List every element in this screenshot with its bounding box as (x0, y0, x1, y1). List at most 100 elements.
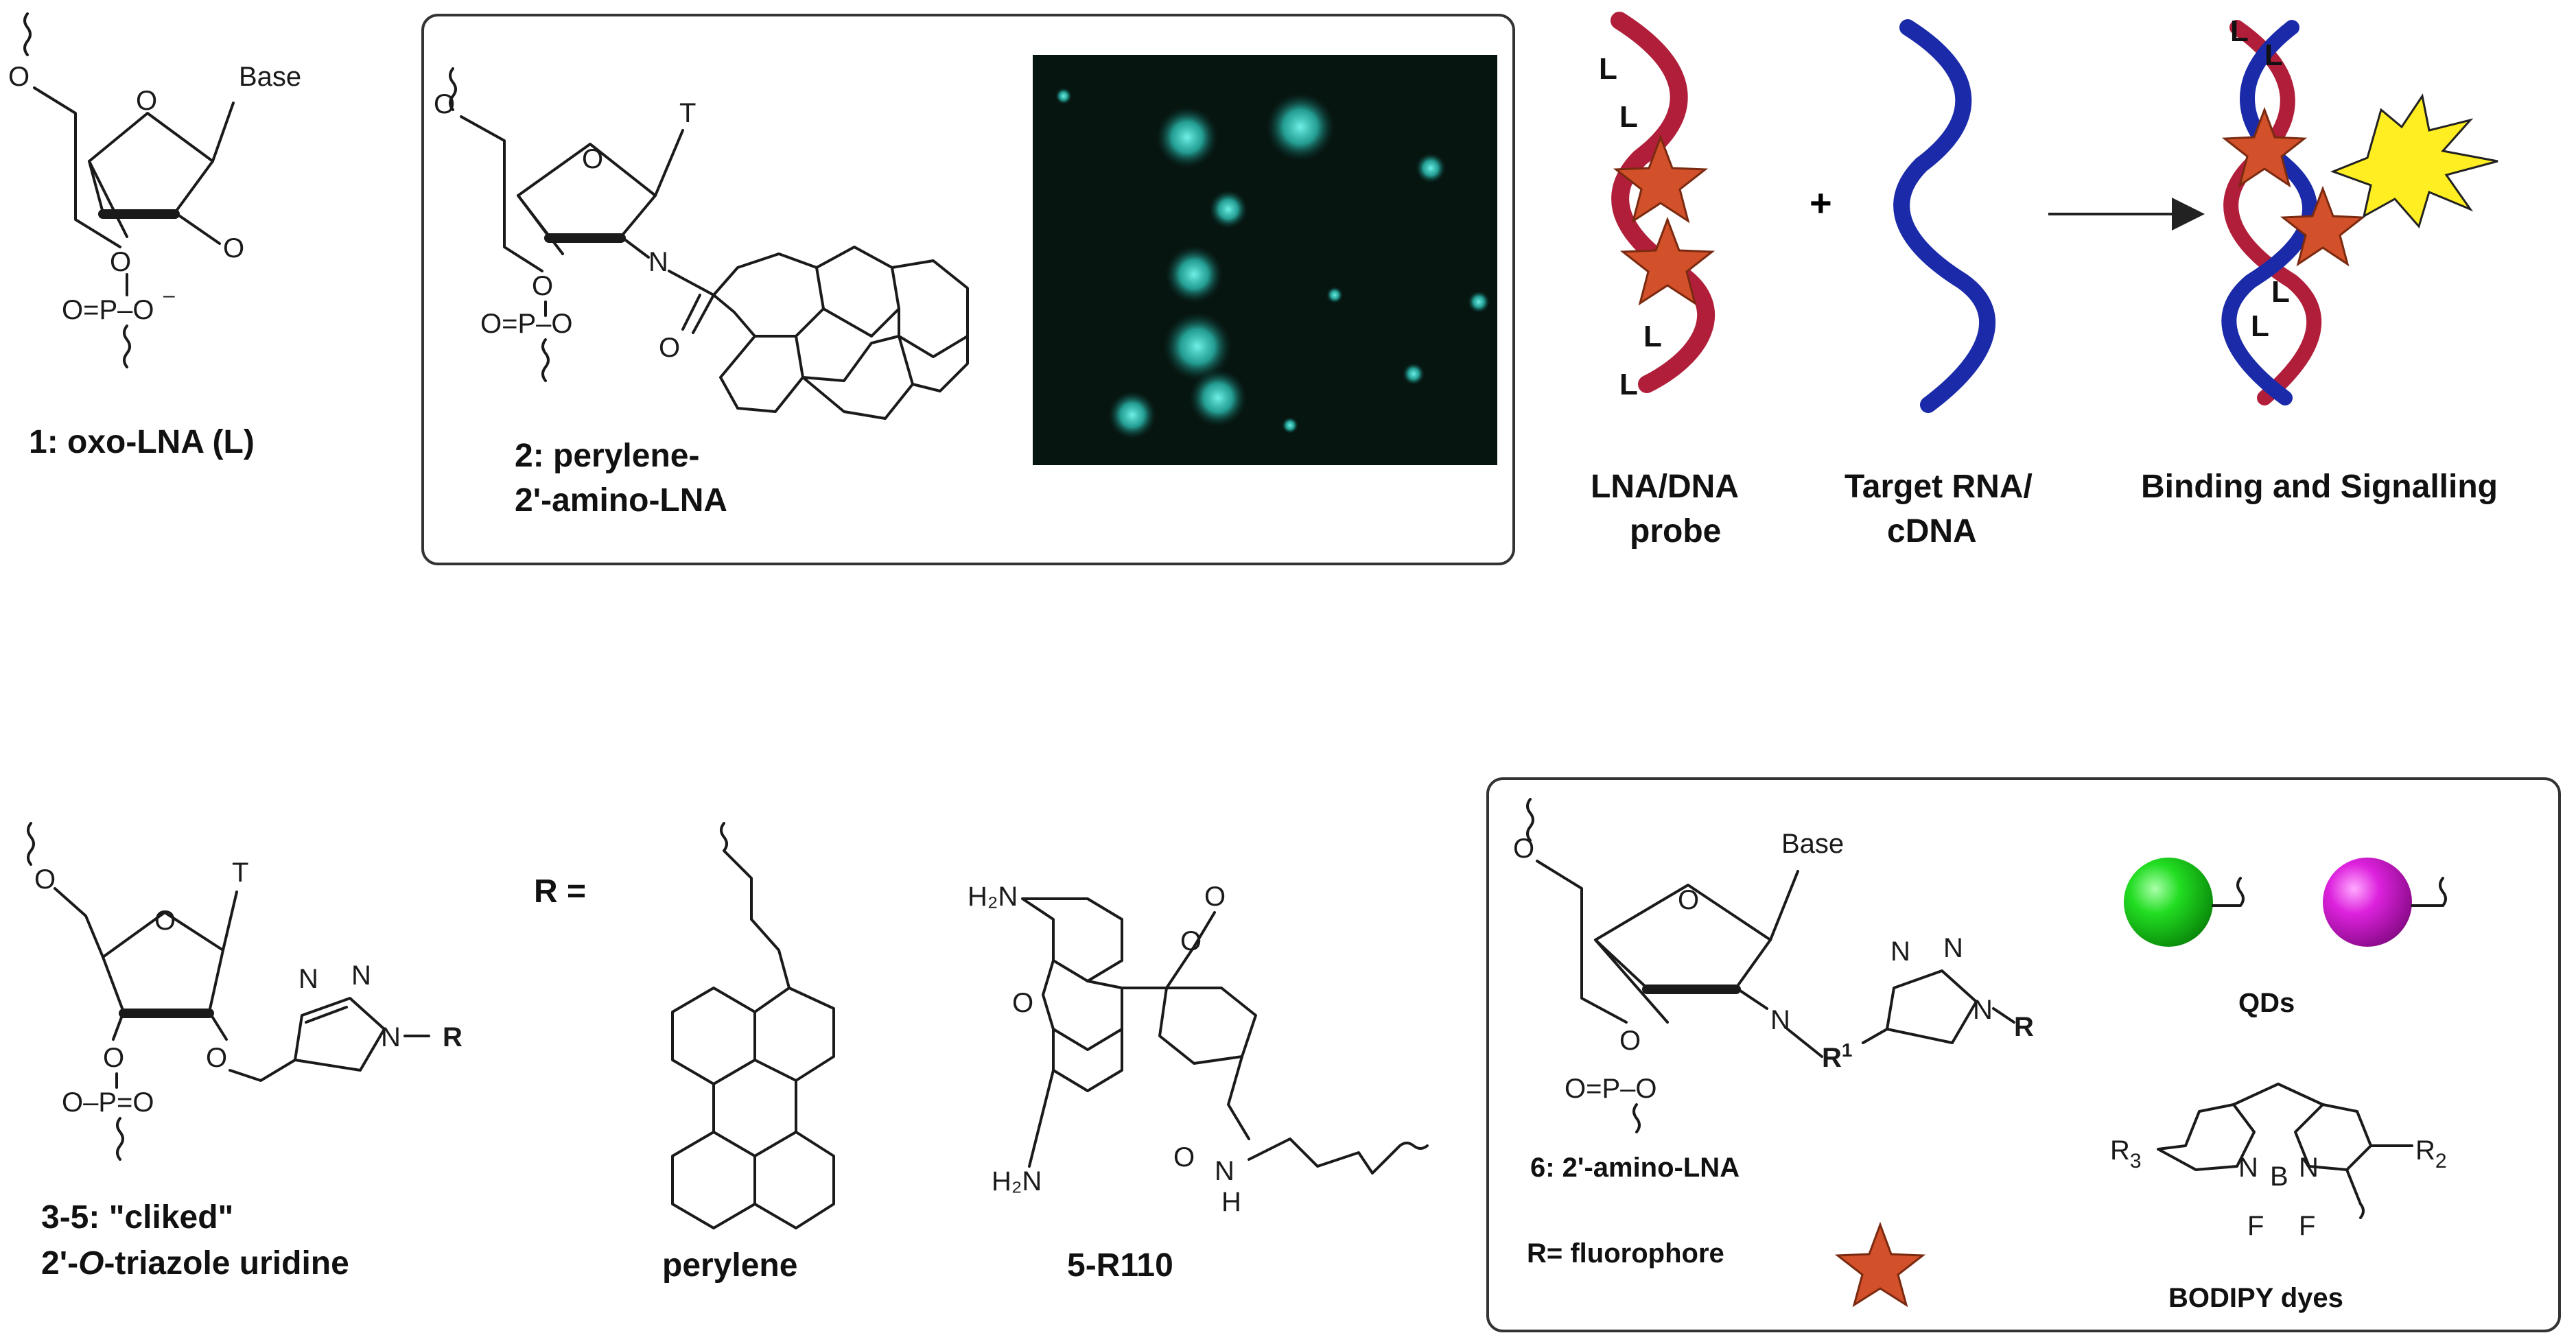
atom-n: N (1890, 936, 1910, 967)
probe-label-line2: probe (1630, 513, 1721, 550)
bodipy-structure: R3 R2 N B N F F (2110, 1083, 2447, 1241)
atom-o: O=P–O (480, 309, 573, 339)
atom-n: N (298, 964, 318, 994)
base-t-label: T (232, 858, 248, 888)
cell-spot (1416, 153, 1446, 183)
atom-o: O (1173, 1142, 1195, 1172)
atom-n: N (2299, 1153, 2319, 1183)
fluorophore-star (1613, 134, 1709, 224)
compound-6-label: 6: 2'-amino-LNA (1530, 1153, 1740, 1183)
atom-o: O (659, 333, 680, 363)
lna-tag: L (2251, 309, 2269, 343)
compound-2-label-line2: 2'-amino-LNA (515, 482, 727, 519)
r1-group: R1 (1822, 1039, 1852, 1073)
r3-group: R3 (2110, 1135, 2142, 1172)
atom-n: N (381, 1022, 401, 1052)
atom-f: F (2247, 1211, 2264, 1241)
r-definition: R= fluorophore (1527, 1238, 1724, 1269)
fluorescence-micrograph (1033, 55, 1497, 465)
atom-o: O (1012, 988, 1033, 1018)
atom-n: N (648, 247, 668, 277)
compound-3-5-label-line1: 3-5: "cliked" (41, 1199, 233, 1236)
compound-2-perylene-amino-lna: O O T N O O=P–O O 2: perylene- 2'-amino-… (434, 67, 969, 519)
atom-o: O (532, 271, 553, 301)
atom-n: N (1973, 995, 1993, 1025)
cell-spot (1209, 190, 1248, 228)
atom-o: O (434, 89, 455, 119)
r110-label: 5-R110 (1067, 1247, 1173, 1284)
cell-spot (1165, 246, 1223, 303)
bodipy-label: BODIPY dyes (2168, 1283, 2343, 1313)
atom-o: O (34, 864, 56, 895)
compound-2-box (421, 14, 1515, 565)
fluorophore-star (2221, 106, 2308, 188)
plus-sign: + (1810, 181, 1832, 224)
atom-o: O (1513, 834, 1534, 864)
cell-spot (1326, 287, 1343, 303)
result-label: Binding and Signalling (2141, 469, 2498, 505)
fluorophore-star (1834, 1221, 1926, 1308)
atom-n: N (1943, 933, 1963, 963)
target-strand (2221, 20, 2318, 405)
micrograph-background (1033, 55, 1497, 465)
atom-b: B (2270, 1162, 2288, 1192)
target-label-line1: Target RNA/ (1845, 469, 2033, 505)
cell-spot (1266, 93, 1335, 161)
lna-tag: L (1599, 52, 1617, 86)
atom-n: N (1770, 1005, 1790, 1035)
lna-tag: L (2264, 38, 2283, 72)
atom-o: O (103, 1043, 124, 1073)
signal-burst (2330, 93, 2498, 229)
lna-tag: L (2271, 275, 2290, 309)
compound-2-label-line1: 2: perylene- (515, 438, 699, 474)
lna-tag: L (1619, 368, 1638, 401)
amine-label: H₂N (992, 1166, 1042, 1196)
perylene-label: perylene (662, 1247, 797, 1284)
atom-o: O (1619, 1026, 1641, 1056)
atom-o: O=P–O (1565, 1074, 1657, 1104)
probe-label-line1: LNA/DNA (1591, 469, 1739, 505)
atom-o: O (582, 144, 603, 174)
compound-1-oxo-lna: O O Base O O O=P–O – 1: oxo-LNA (L) (8, 12, 301, 460)
r110-structure: H₂N O H₂N O O O N H (968, 882, 1429, 1217)
atom-o: O (1204, 882, 1226, 912)
amine-label: H₂N (968, 882, 1018, 912)
r-group: R (2014, 1012, 2034, 1042)
cell-spot (1055, 88, 1072, 104)
atom-o: O (154, 906, 176, 936)
quantum-dots: QDs (2124, 858, 2447, 1018)
cell-spot (1108, 391, 1156, 439)
cell-spot (1189, 369, 1247, 427)
lna-tag: L (2230, 14, 2249, 48)
atom-o: O (1678, 885, 1699, 915)
fluorophore-star (1619, 216, 1716, 306)
probe-strand (1611, 12, 1716, 393)
atom-n: N (2238, 1153, 2258, 1183)
atom-o: O (206, 1043, 227, 1073)
lna-tag: L (1643, 320, 1662, 353)
compound-3-5-label-line2: 2'-O-triazole uridine (41, 1245, 349, 1282)
base-label: Base (1781, 829, 1844, 859)
fluorophore-star (2280, 185, 2366, 267)
target-label-line2: cDNA (1887, 513, 1977, 550)
compound-1-label: 1: oxo-LNA (L) (29, 424, 255, 460)
cell-spot (1163, 312, 1232, 381)
atom-f: F (2299, 1211, 2315, 1241)
atom-o: O (223, 233, 244, 263)
cell-spot (1468, 291, 1490, 313)
green-quantum-dot (2124, 858, 2213, 947)
atom-o: O=P–O (62, 295, 154, 325)
svg-text:–: – (163, 284, 175, 307)
cell-spot (1403, 363, 1425, 385)
atom-o: O (136, 86, 157, 116)
atom-n: N (1215, 1156, 1234, 1186)
atom-o: O–P=O (62, 1087, 154, 1118)
r-group: R (443, 1022, 462, 1052)
probe-scheme: L L L L + L L L L LNA/DNA probe Target R… (1591, 12, 2498, 550)
cell-spot (1156, 106, 1218, 168)
atom-o: O (110, 247, 131, 277)
probe-strand (2223, 20, 2322, 405)
target-strand (1893, 19, 1996, 413)
r2-group: R2 (2415, 1135, 2447, 1172)
